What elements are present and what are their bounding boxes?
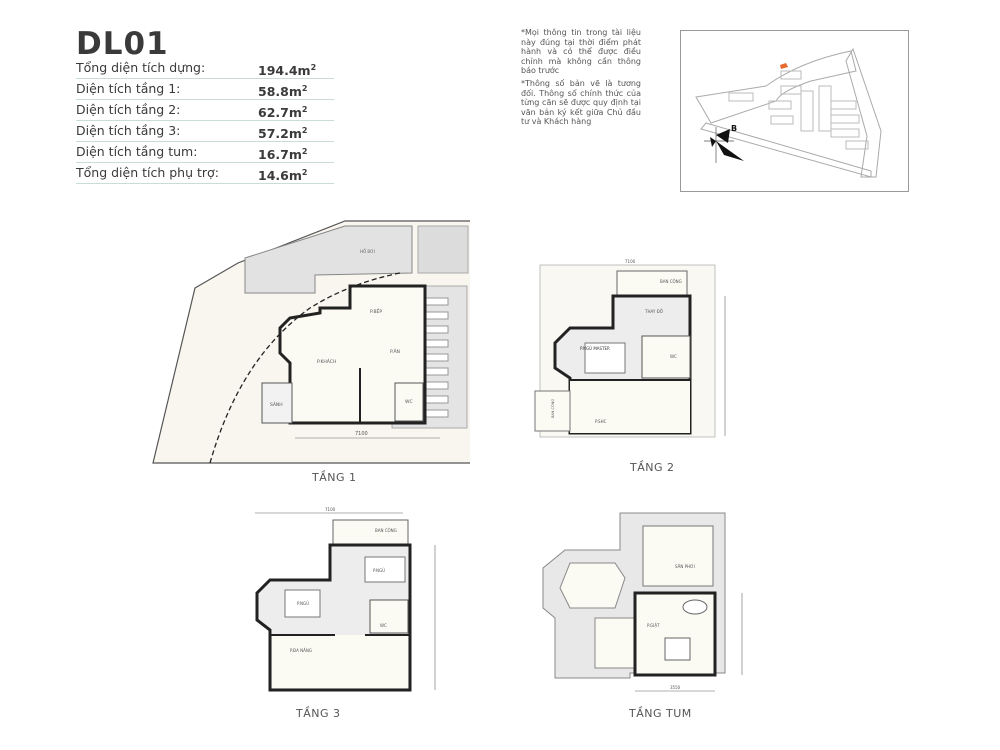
room-label-pool: HỒ BƠI [360,249,375,254]
house-walls [278,284,427,425]
room-label-hall: SẢNH [270,400,283,408]
spec-unit: 2 [301,126,308,135]
room-label-bedroom-1: P.NGỦ [373,568,385,573]
disclaimer-notes: *Mọi thông tin trong tài liệu này đúng t… [521,28,641,130]
room-label-dressing: THAY ĐỒ [644,309,663,314]
dimension-width: 7100 [325,507,336,512]
room-label-living: P.KHÁCH [317,358,336,365]
spec-value: 16.7m [258,147,302,163]
floor-plan-tang-1: P.BẾP P.ĂN P.KHÁCH SẢNH WC HỒ BƠI 7100 [152,220,470,464]
room-label-balcony: BAN CÔNG [375,528,397,533]
room-label-wc: WC [670,354,677,359]
spec-value: 57.2m [258,126,302,142]
spec-row: Diện tích tầng tum: 16.7m2 [76,142,334,163]
spec-value: 62.7m [258,105,302,121]
unit-title: DL01 [76,26,169,62]
room-label-wc: WC [380,623,387,628]
room-label-balcony-2: BAN CÔNG [550,399,555,418]
room-label-family-room: P.SHC [595,419,607,424]
dimension-width: 7100 [625,259,636,264]
spec-value: 58.8m [258,84,302,100]
spec-unit: 2 [301,147,308,156]
spec-row: Diện tích tầng 1: 58.8m2 [76,79,334,100]
floor-plan-tang-2: BAN CÔNG THAY ĐỒ P.NGỦ MASTER WC P.SHC B… [534,259,726,438]
dimension-width: 3550 [670,685,681,690]
pool [244,225,413,294]
dimension-width: 7100 [355,431,368,437]
spec-value: 194.4m [258,63,311,79]
site-key-map: B [680,30,909,192]
room-label-drying-terrace: SÂN PHƠI [675,564,695,569]
spec-value: 14.6m [258,168,302,184]
area-specs-table: Tổng diện tích dựng:194.4m2 Diện tích tầ… [76,58,334,184]
room-label-kitchen: P.BẾP [370,307,382,315]
spec-unit: 2 [301,168,308,177]
floor-label-tang-1: TẦNG 1 [312,471,357,484]
floor-label-tang-tum: TẦNG TUM [629,707,692,720]
site-plan-drawing [695,47,882,178]
room-label-wc: WC [405,399,413,405]
room-label-laundry: P.GIẶT [647,623,660,628]
spec-unit: 2 [310,63,317,72]
compass-north-label: B [731,124,737,133]
spec-row: Diện tích tầng 2: 62.7m2 [76,100,334,121]
floor-plan-tang-tum: SÂN PHƠI P.GIẶT 3550 [542,512,743,692]
spec-label: Tổng diện tích phụ trợ: [76,165,219,180]
unit-location-marker [780,63,788,69]
spec-label: Diện tích tầng 3: [76,123,181,138]
room-label-balcony: BAN CÔNG [660,279,682,284]
spec-unit: 2 [301,105,308,114]
spec-label: Diện tích tầng 1: [76,81,181,96]
spec-row: Tổng diện tích dựng: 194.4m2 [76,58,334,79]
room-label-dining: P.ĂN [390,348,400,355]
room-label-multipurpose: P.ĐA NĂNG [290,648,312,653]
spec-row: Diện tích tầng 3: 57.2m2 [76,121,334,142]
spec-label: Tổng diện tích dựng: [76,60,206,75]
spec-unit: 2 [301,84,308,93]
spec-label: Diện tích tầng tum: [76,144,198,159]
note-2: *Thông số bản vẽ là tương đối. Thông số … [521,78,641,127]
note-1: *Mọi thông tin trong tài liệu này đúng t… [521,28,641,76]
spec-row: Tổng diện tích phụ trợ: 14.6m2 [76,163,334,184]
compass-icon: B [704,124,744,163]
floor-label-tang-2: TẦNG 2 [630,461,675,474]
room-label-bedroom-2: P.NGỦ [297,601,309,606]
room-label-master-bedroom: P.NGỦ MASTER [580,346,610,351]
spec-label: Diện tích tầng 2: [76,102,181,117]
floor-plan-tang-3: 7100 P.NGỦ P.NGỦ BAN CÔNG WC P.ĐA NĂNG [255,507,436,692]
floor-label-tang-3: TẦNG 3 [296,707,341,720]
